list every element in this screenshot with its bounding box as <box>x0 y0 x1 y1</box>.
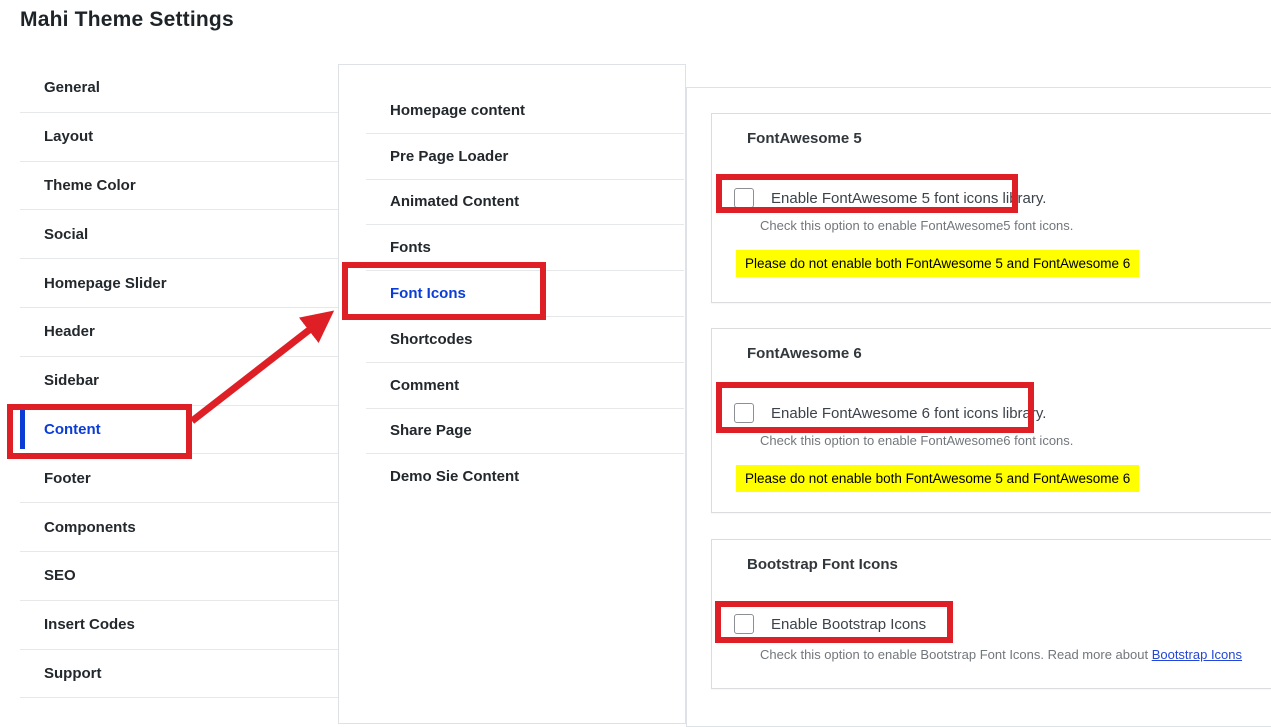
bootstrap-icons-card: Bootstrap Font Icons Enable Bootstrap Ic… <box>711 539 1271 689</box>
submenu-item-animated-content[interactable]: Animated Content <box>366 179 684 226</box>
fontawesome5-checkbox-row: Enable FontAwesome 5 font icons library. <box>734 188 1046 208</box>
submenu-item-label: Comment <box>390 376 460 394</box>
sidebar-item-label: Content <box>44 420 101 438</box>
sidebar-item-header[interactable]: Header <box>20 307 338 357</box>
sidebar-item-general[interactable]: General <box>20 64 338 113</box>
bootstrap-icons-checkbox[interactable] <box>734 614 754 634</box>
sidebar-item-insert-codes[interactable]: Insert Codes <box>20 600 338 650</box>
fontawesome6-checkbox-label: Enable FontAwesome 6 font icons library. <box>771 404 1047 422</box>
fontawesome5-card-title: FontAwesome 5 <box>747 130 862 147</box>
fontawesome6-checkbox[interactable] <box>734 403 754 423</box>
sidebar-item-layout[interactable]: Layout <box>20 112 338 162</box>
submenu-item-homepage-content[interactable]: Homepage content <box>366 88 684 134</box>
fontawesome6-warning-highlight: Please do not enable both FontAwesome 5 … <box>736 465 1140 492</box>
submenu-item-shortcodes[interactable]: Shortcodes <box>366 316 684 363</box>
active-indicator-bar <box>20 409 25 450</box>
sidebar-item-label: SEO <box>44 567 76 585</box>
page-title: Mahi Theme Settings <box>20 8 234 31</box>
sidebar-item-label: Header <box>44 323 95 341</box>
fontawesome6-card: FontAwesome 6 Enable FontAwesome 6 font … <box>711 328 1271 513</box>
submenu-item-label: Fonts <box>390 239 431 257</box>
sidebar-item-label: Support <box>44 664 102 682</box>
submenu-item-label: Animated Content <box>390 193 520 211</box>
submenu-item-pre-page-loader[interactable]: Pre Page Loader <box>366 133 684 180</box>
sidebar-item-footer[interactable]: Footer <box>20 454 338 504</box>
sidebar-item-sidebar[interactable]: Sidebar <box>20 356 338 406</box>
submenu-item-label: Pre Page Loader <box>390 147 509 165</box>
fontawesome6-card-title: FontAwesome 6 <box>747 345 862 362</box>
fontawesome6-checkbox-row: Enable FontAwesome 6 font icons library. <box>734 403 1046 423</box>
fontawesome5-checkbox-label: Enable FontAwesome 5 font icons library. <box>771 189 1047 207</box>
sidebar-item-label: General <box>44 79 100 97</box>
sidebar-item-theme-color[interactable]: Theme Color <box>20 161 338 211</box>
bootstrap-icons-help-prefix: Check this option to enable Bootstrap Fo… <box>760 647 1152 662</box>
bootstrap-icons-help-text: Check this option to enable Bootstrap Fo… <box>760 647 1242 662</box>
fontawesome5-card: FontAwesome 5 Enable FontAwesome 5 font … <box>711 113 1271 303</box>
font-icons-settings-panel: FontAwesome 5 Enable FontAwesome 5 font … <box>686 87 1271 727</box>
submenu-item-label: Shortcodes <box>390 330 473 348</box>
submenu-item-demo-sie-content[interactable]: Demo Sie Content <box>366 454 684 500</box>
bootstrap-icons-link[interactable]: Bootstrap Icons <box>1151 647 1243 662</box>
bootstrap-icons-card-title: Bootstrap Font Icons <box>747 556 898 573</box>
sidebar-item-label: Components <box>44 518 136 536</box>
sidebar-item-label: Sidebar <box>44 372 100 390</box>
sidebar-item-homepage-slider[interactable]: Homepage Slider <box>20 259 338 308</box>
sidebar-item-label: Layout <box>44 128 94 146</box>
sidebar-item-support[interactable]: Support <box>20 649 338 699</box>
submenu-item-share-page[interactable]: Share Page <box>366 408 684 455</box>
submenu-item-font-icons[interactable]: Font Icons <box>366 271 684 317</box>
sidebar-item-components[interactable]: Components <box>20 503 338 552</box>
sidebar-item-label: Insert Codes <box>44 616 135 634</box>
fontawesome5-checkbox[interactable] <box>734 188 754 208</box>
sidebar-item-label: Social <box>44 225 89 243</box>
sidebar-item-label: Homepage Slider <box>44 274 167 292</box>
fontawesome5-help-text: Check this option to enable FontAwesome5… <box>760 218 1074 233</box>
fontawesome5-warning-highlight: Please do not enable both FontAwesome 5 … <box>736 250 1140 277</box>
sidebar-item-seo[interactable]: SEO <box>20 551 338 601</box>
submenu-item-fonts[interactable]: Fonts <box>366 225 684 272</box>
sidebar-item-label: Theme Color <box>44 176 136 194</box>
sidebar-item-social[interactable]: Social <box>20 210 338 260</box>
sidebar-item-content[interactable]: Content <box>20 405 338 455</box>
submenu-item-label: Font Icons <box>390 285 466 303</box>
submenu-item-label: Demo Sie Content <box>390 468 520 486</box>
fontawesome6-help-text: Check this option to enable FontAwesome6… <box>760 433 1074 448</box>
bootstrap-icons-checkbox-label: Enable Bootstrap Icons <box>771 615 927 633</box>
submenu-item-label: Homepage content <box>390 101 526 119</box>
bootstrap-icons-checkbox-row: Enable Bootstrap Icons <box>734 614 926 634</box>
sidebar-item-label: Footer <box>44 469 91 487</box>
submenu-item-comment[interactable]: Comment <box>366 362 684 409</box>
submenu-item-label: Share Page <box>390 422 472 440</box>
